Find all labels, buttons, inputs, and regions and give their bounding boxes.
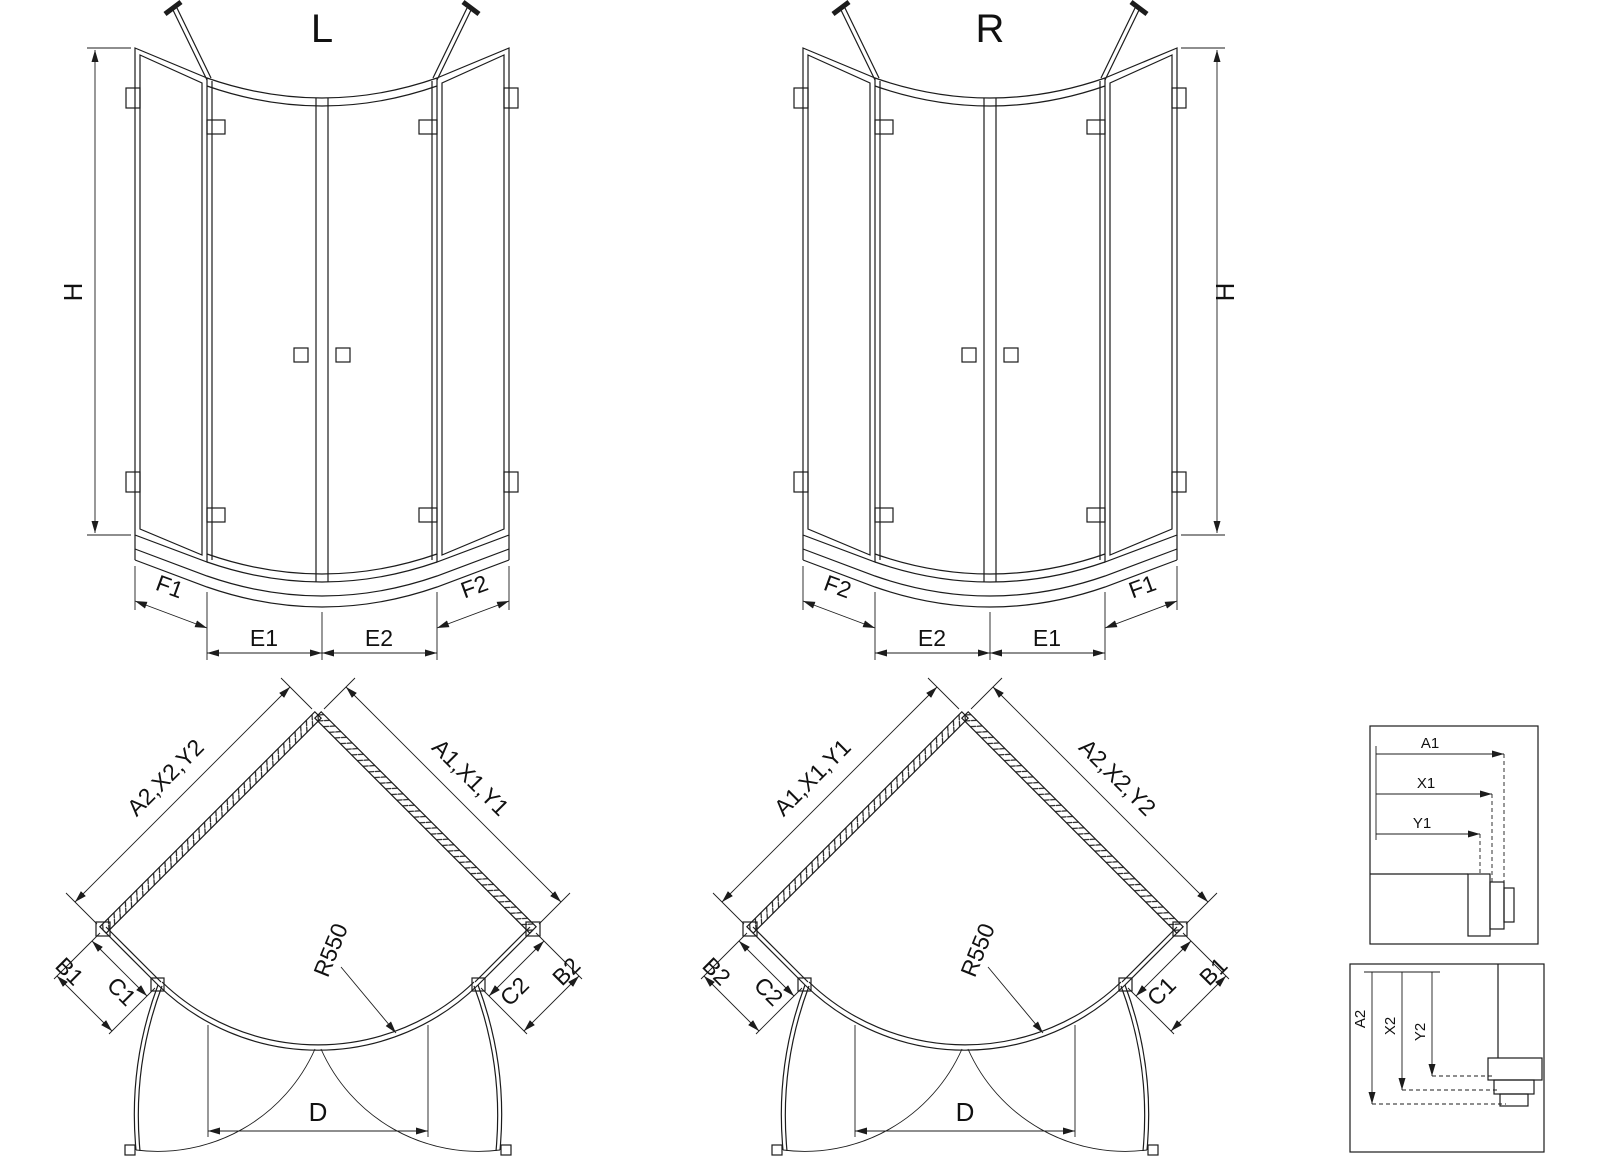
radius-label: R550 [308,920,353,981]
elevation-right-drawing: R H F2 E2 E1 F1 [723,0,1240,680]
enclosure-front-art [126,2,518,660]
variant-title-left: L [311,7,333,51]
inner-right-label: C1 [1142,972,1181,1011]
wall-right-label: A1,X1,Y1 [427,734,514,821]
enclosure-plan-art [701,678,1229,1155]
detail-dim-a2: A2 [1352,1010,1369,1028]
side-left-label: B1 [51,952,89,990]
wall-right-label: A2,X2,Y2 [1074,734,1161,821]
detail-dim-y2: Y2 [1412,1023,1429,1041]
side-left-label: B2 [698,952,736,990]
height-dimension: H [1181,47,1240,536]
plan-left-drawing: A2,X2,Y2 A1,X1,Y1 B1 B2 C1 C2 R550 D [51,665,585,1162]
detail-outline [1349,963,1545,1153]
profile-detail-bottom: A2 X2 Y2 [1349,963,1545,1153]
enclosure-front-art [794,2,1186,660]
variant-title-right: R [976,7,1005,51]
inner-right-label: C2 [495,972,534,1011]
wall-left-label: A2,X2,Y2 [122,734,209,821]
detail-dim-x1: X1 [1417,775,1435,792]
elevation-left-drawing: L H F1 E1 E2 F2 [58,0,589,680]
profile-detail-top: A1 X1 Y1 [1369,725,1539,945]
height-label: H [58,283,88,302]
height-dimension: H [58,47,131,536]
wall-profile-section [1487,1057,1543,1107]
enclosure-plan-art [54,678,582,1155]
detail-outline [1369,725,1539,945]
inner-left-label: C2 [749,972,788,1011]
detail-dim-a1: A1 [1421,735,1439,752]
inner-left-label: C1 [102,972,141,1011]
dim-label-f-right: F2 [457,570,491,604]
dim-label-e-left: E2 [918,625,946,651]
plan-right-drawing: A1,X1,Y1 A2,X2,Y2 B2 B1 C2 C1 R550 D [698,665,1232,1162]
width-label: D [956,1097,975,1127]
detail-dimension-lines [1375,746,1505,888]
dim-label-f-left: F2 [821,570,855,604]
side-right-label: B2 [547,952,585,990]
detail-dim-x2: X2 [1382,1017,1399,1035]
detail-dimension-lines [1364,971,1506,1105]
dim-label-f-right: F1 [1125,570,1159,604]
wall-left-label: A1,X1,Y1 [769,734,856,821]
height-label: H [1210,283,1240,302]
detail-dim-y1: Y1 [1413,815,1431,832]
dim-label-e-right: E2 [365,625,393,651]
dim-label-e-right: E1 [1033,625,1061,651]
radius-label: R550 [955,920,1000,981]
side-right-label: B1 [1194,952,1232,990]
dim-label-e-left: E1 [250,625,278,651]
wall-profile-section [1467,873,1515,937]
dim-label-f-left: F1 [153,570,187,604]
width-label: D [309,1097,328,1127]
